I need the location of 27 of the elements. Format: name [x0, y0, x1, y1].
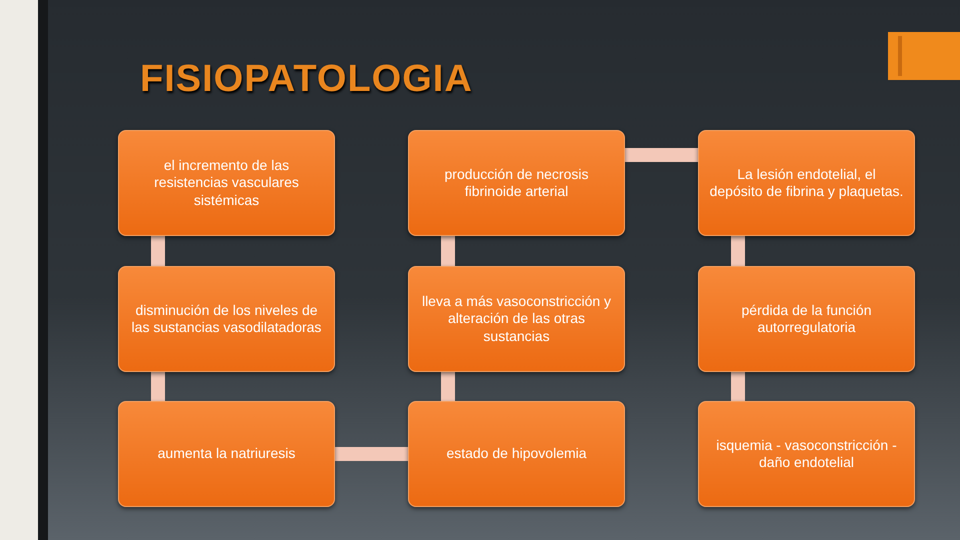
- slide-title: FISIOPATOLOGIA: [140, 58, 473, 101]
- box-text: lleva a más vasoconstricción y alteración de las otras sustancias: [420, 292, 612, 346]
- process-box: [408, 266, 625, 372]
- box-text: el incremento de las resistencias vasculares sistémicas: [153, 156, 300, 210]
- box-text: estado de hipovolemia: [446, 445, 587, 463]
- connector: [335, 447, 408, 461]
- process-box: [698, 130, 915, 236]
- connector: [151, 372, 165, 401]
- box-text: pérdida de la función autorregulatoria: [740, 302, 872, 336]
- connector: [731, 236, 745, 266]
- box-text: disminución de los niveles de las sustancias vasodilatadoras: [130, 302, 322, 336]
- connector: [441, 372, 455, 401]
- connector: [441, 236, 455, 266]
- box-text: aumenta la natriuresis: [158, 445, 296, 463]
- process-box: [118, 130, 335, 236]
- box-text: La lesión endotelial, el depósito de fibrina y plaquetas.: [709, 166, 904, 200]
- process-box: [408, 401, 625, 507]
- process-box: [408, 130, 625, 236]
- connector: [151, 236, 165, 266]
- box-text: producción de necrosis fibrinoide arterial: [444, 166, 590, 200]
- process-box: [698, 401, 915, 507]
- box-text: isquemia - vasoconstricción - daño endotelial: [715, 436, 898, 472]
- connector: [731, 372, 745, 401]
- process-box: [118, 401, 335, 507]
- process-box: [698, 266, 915, 372]
- connector: [625, 148, 698, 162]
- process-box: [118, 266, 335, 372]
